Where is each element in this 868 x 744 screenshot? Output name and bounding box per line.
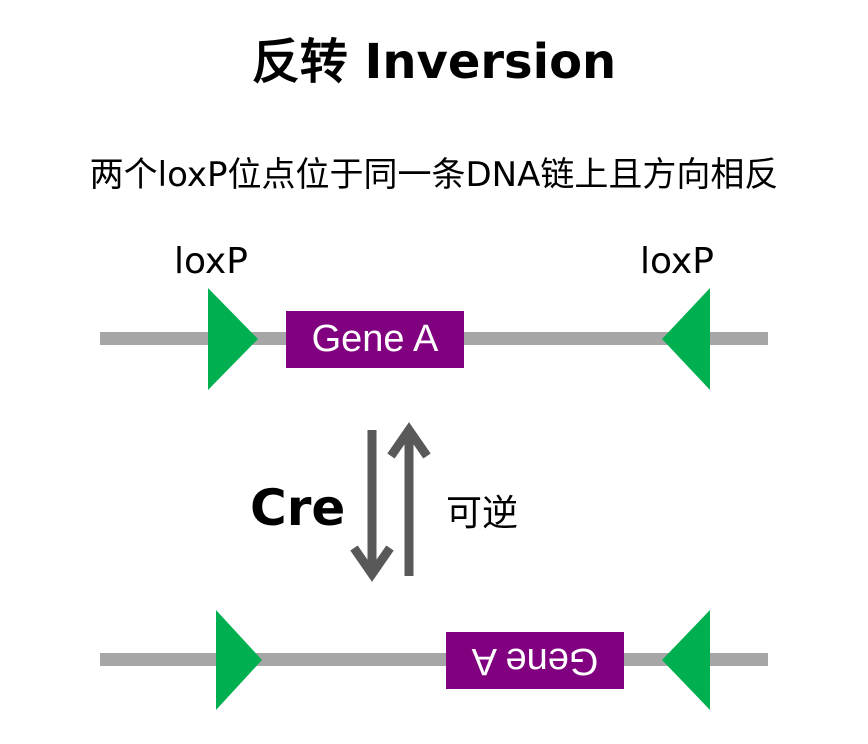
reverse-arrow-icon xyxy=(387,422,431,576)
cre-enzyme-label: Cre xyxy=(250,479,346,537)
gene-a-label-top: Gene A xyxy=(311,318,439,360)
diagram-subtitle: 两个loxP位点位于同一条DNA链上且方向相反 xyxy=(89,155,779,195)
gene-a-label-inverted: Gene A xyxy=(471,640,599,682)
diagram-title: 反转 Inversion xyxy=(251,34,617,90)
loxp-site-top-left xyxy=(208,288,258,390)
gene-a-box-top: Gene A xyxy=(286,311,464,368)
forward-arrow-icon xyxy=(350,430,394,582)
reversible-label: 可逆 xyxy=(446,493,519,534)
loxp-label-left: loxP xyxy=(174,241,248,282)
loxp-site-top-right xyxy=(662,288,710,390)
reversible-reaction-arrows xyxy=(350,422,431,582)
loxp-site-bottom-right xyxy=(662,610,710,710)
loxp-site-bottom-left xyxy=(216,610,262,710)
loxp-label-right: loxP xyxy=(640,241,714,282)
gene-a-box-inverted: Gene A xyxy=(446,632,624,689)
